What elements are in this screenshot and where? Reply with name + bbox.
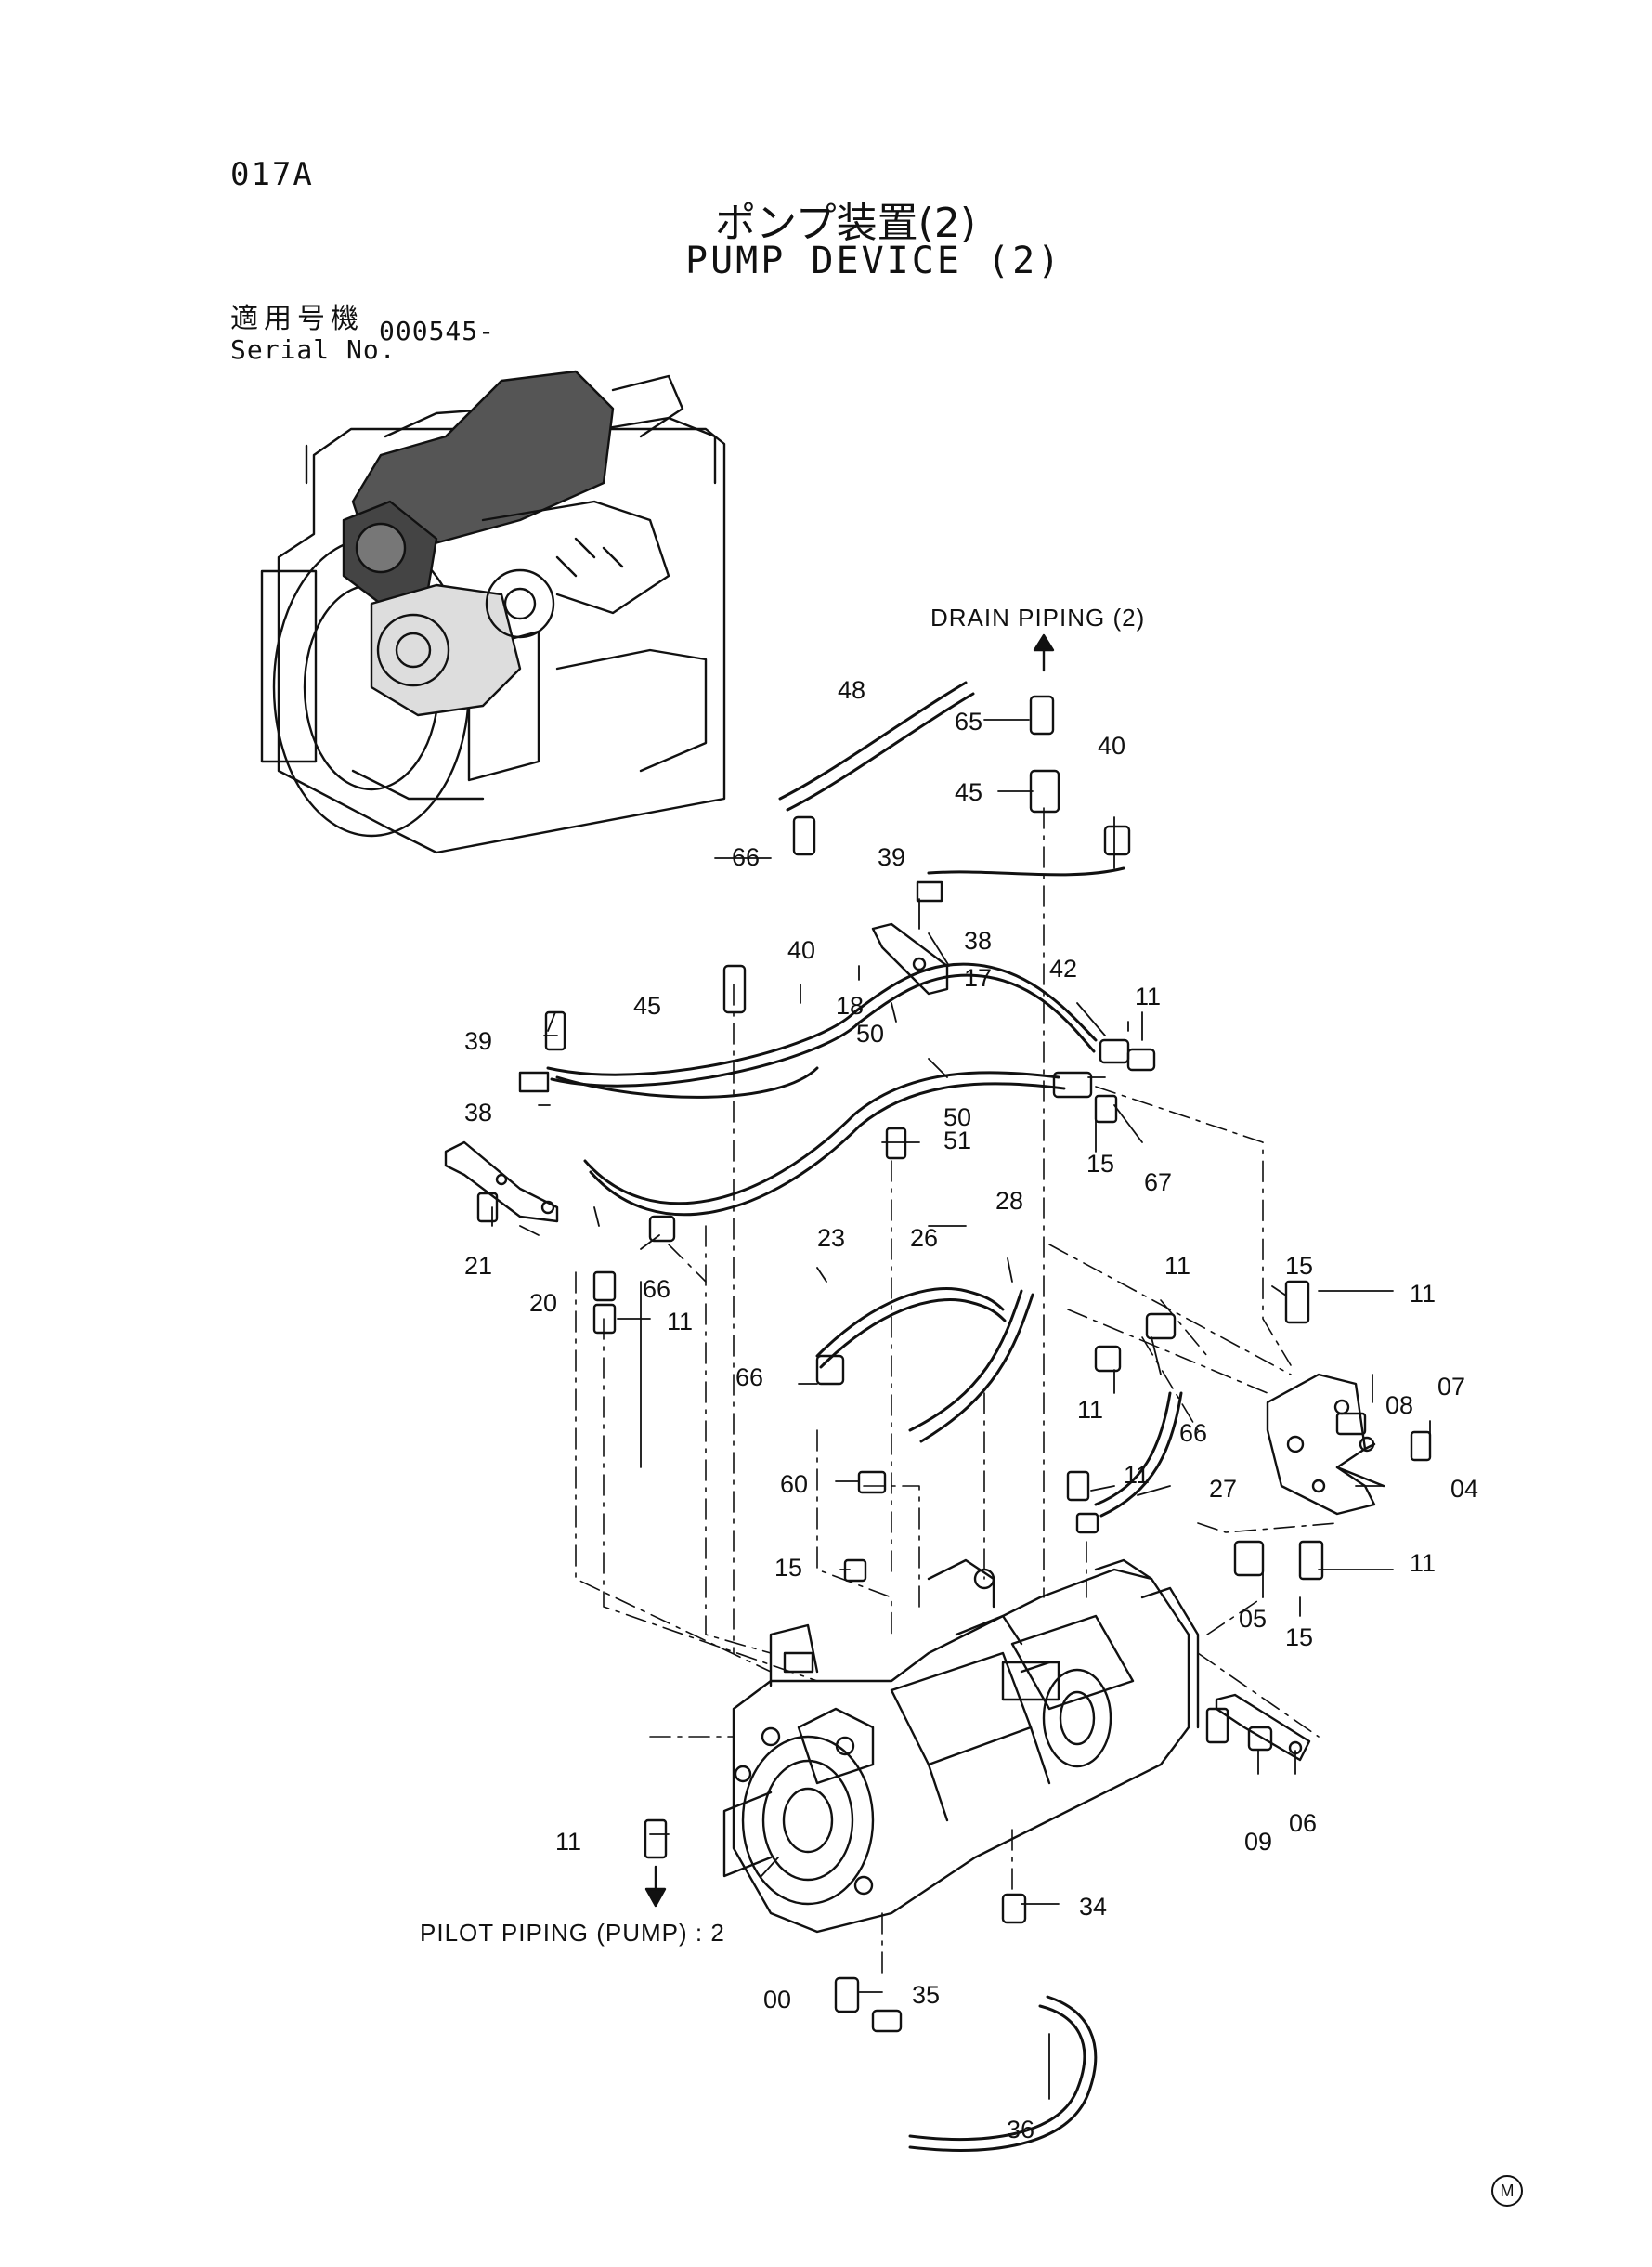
callout-27: 27: [1209, 1475, 1237, 1503]
callout-15: 15: [1285, 1252, 1313, 1280]
callout-11: 11: [1410, 1549, 1436, 1577]
title-japanese: ポンプ装置(2): [715, 200, 977, 247]
bracket-04: [1266, 1373, 1385, 1516]
callout-17: 17: [964, 964, 992, 992]
callout-07: 07: [1437, 1373, 1465, 1401]
callout-09: 09: [1244, 1828, 1272, 1856]
callout-28: 28: [995, 1187, 1023, 1215]
callout-40: 40: [1098, 732, 1125, 760]
serial-label-japanese: 適用号機: [230, 303, 364, 335]
engine-overview-illustration: [260, 370, 726, 854]
callout-38: 38: [464, 1099, 492, 1127]
callout-15: 15: [1086, 1150, 1114, 1178]
callout-39: 39: [878, 843, 905, 871]
callout-11: 11: [1077, 1396, 1103, 1424]
callout-05: 05: [1239, 1605, 1267, 1633]
callout-66: 66: [732, 843, 760, 871]
callout-50: 50: [943, 1103, 971, 1131]
callout-06: 06: [1289, 1809, 1317, 1837]
callout-50: 50: [856, 1020, 884, 1048]
callout-11: 11: [1124, 1461, 1150, 1489]
callout-36: 36: [1007, 2116, 1034, 2143]
callout-67: 67: [1144, 1168, 1172, 1196]
callout-15: 15: [1285, 1623, 1313, 1651]
callout-66: 66: [643, 1275, 670, 1303]
callout-39: 39: [464, 1027, 492, 1055]
fittings: [476, 695, 1432, 2033]
leader-lines: [491, 719, 1431, 2100]
hoses: [546, 681, 1183, 2152]
callout-45: 45: [955, 778, 982, 806]
callout-51: 51: [943, 1127, 971, 1154]
serial-label-english: Serial No.: [230, 334, 397, 365]
callout-45: 45: [633, 992, 661, 1020]
callout-18: 18: [836, 992, 864, 1020]
callout-66: 66: [735, 1363, 763, 1391]
callout-35: 35: [912, 1981, 940, 2009]
callout-11: 11: [1164, 1252, 1190, 1280]
m-mark: M: [1491, 2175, 1523, 2207]
callout-23: 23: [817, 1224, 845, 1252]
serial-number-value: 000545-: [379, 316, 496, 346]
callout-34: 34: [1079, 1893, 1107, 1921]
callout-08: 08: [1385, 1391, 1413, 1419]
callout-38: 38: [964, 927, 992, 955]
callout-11: 11: [1410, 1280, 1436, 1308]
drain-piping-note: DRAIN PIPING (2): [930, 604, 1146, 632]
callout-00: 00: [763, 1986, 791, 2013]
callout-65: 65: [955, 708, 982, 736]
callout-40: 40: [787, 936, 815, 964]
phantom-lines: [575, 807, 1338, 1979]
page-code: 017A: [230, 156, 314, 193]
callout-11: 11: [555, 1828, 581, 1856]
bracket-20: [444, 1140, 559, 1223]
callout-21: 21: [464, 1252, 492, 1280]
pilot-arrow: [644, 1865, 667, 1908]
drain-arrow: [1033, 633, 1055, 672]
pilot-piping-note: PILOT PIPING (PUMP) : 2: [420, 1919, 725, 1947]
bracket-17: [871, 922, 949, 996]
callout-11: 11: [667, 1308, 693, 1335]
callout-60: 60: [780, 1470, 808, 1498]
callout-20: 20: [529, 1289, 557, 1317]
callout-15: 15: [774, 1554, 802, 1582]
callout-48: 48: [838, 676, 865, 704]
callout-66: 66: [1179, 1419, 1207, 1447]
main-pump-assembly: [722, 1558, 1200, 1934]
callout-labels: 48 65 40 45 66 39 38 17 40 18 42 45 11 3…: [464, 676, 1478, 2143]
title-english: PUMP DEVICE (2): [685, 240, 1063, 282]
callout-04: 04: [1450, 1475, 1478, 1503]
callout-26: 26: [910, 1224, 938, 1252]
callout-11: 11: [1135, 983, 1161, 1010]
callout-42: 42: [1049, 955, 1077, 983]
